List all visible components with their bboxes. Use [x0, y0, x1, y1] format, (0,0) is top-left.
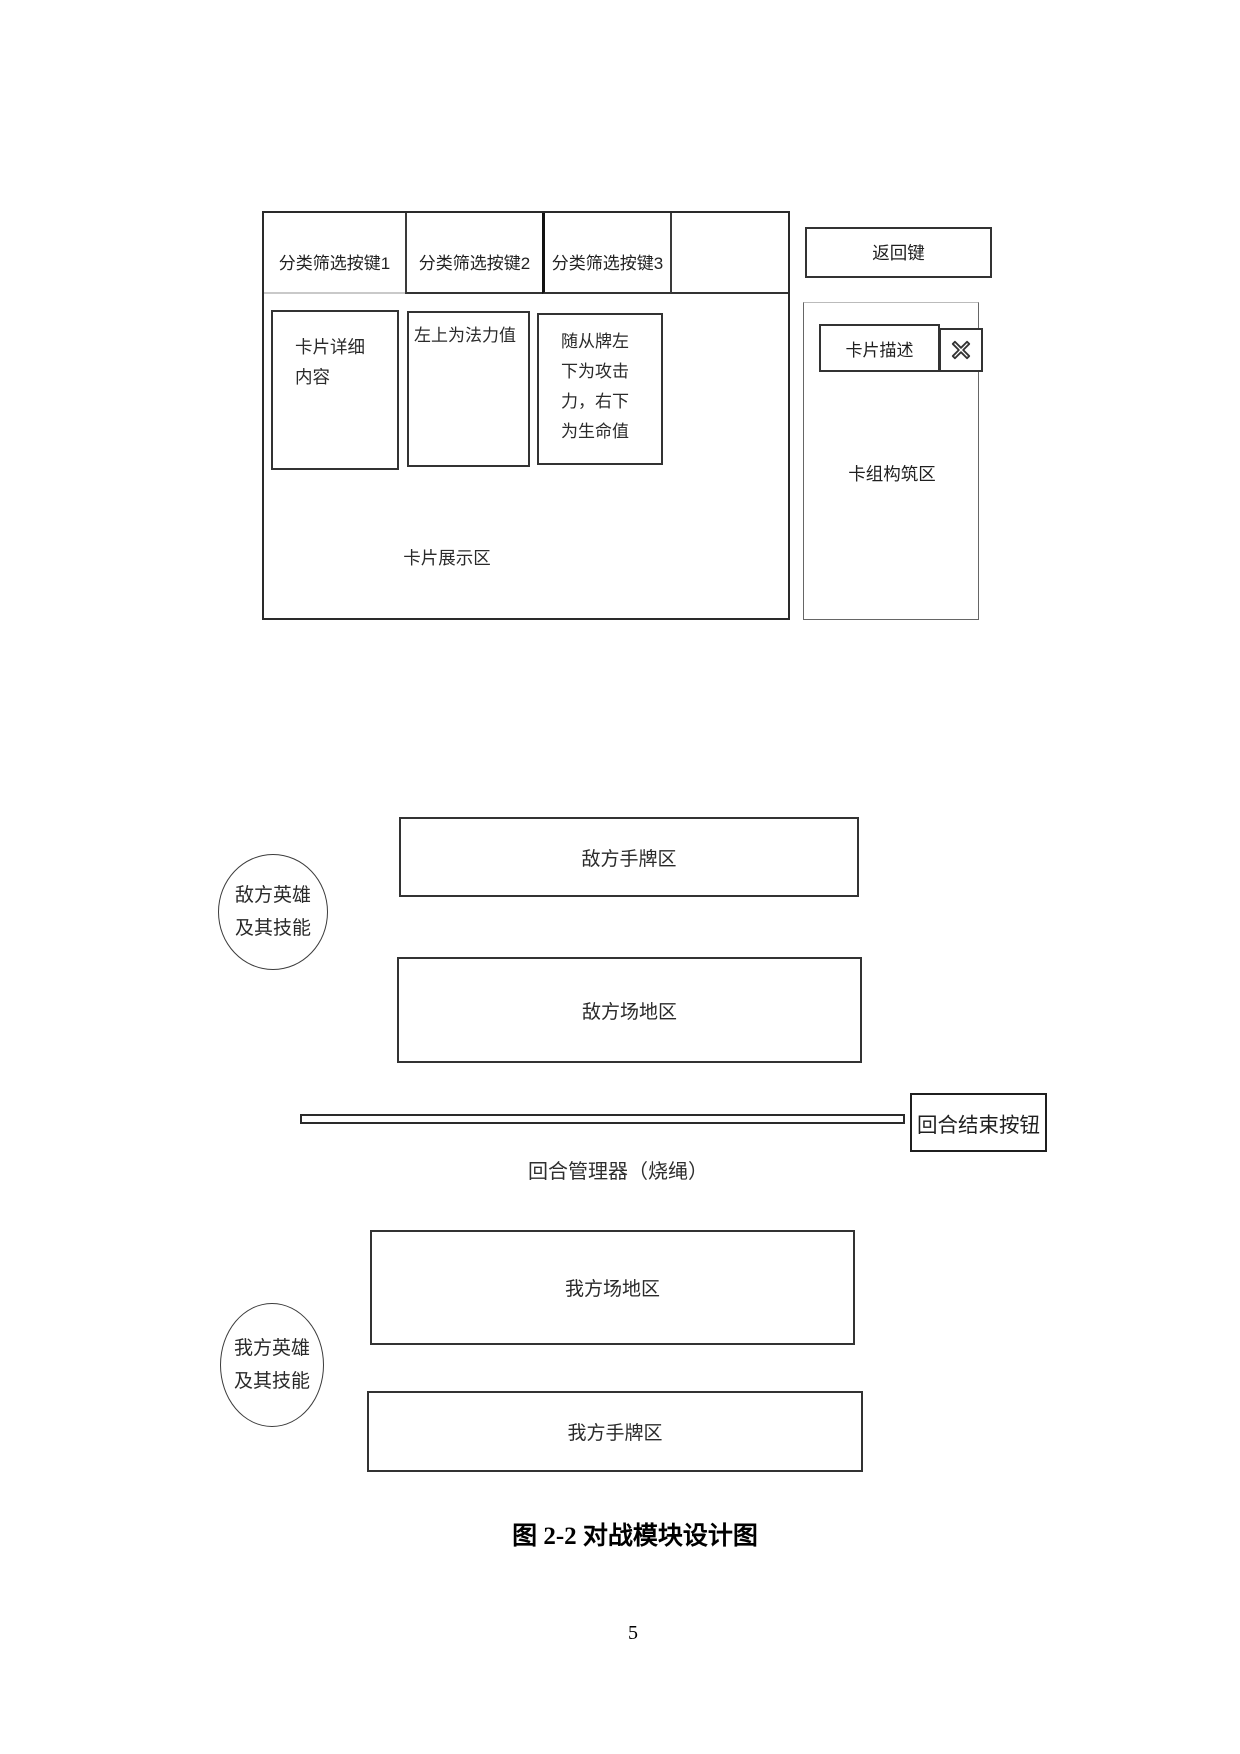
tab-filter-1[interactable]: 分类筛选按键1 [264, 213, 405, 294]
tab-filter-3[interactable]: 分类筛选按键3 [542, 213, 670, 294]
tab-filter-2[interactable]: 分类筛选按键2 [405, 213, 542, 294]
close-button[interactable] [939, 328, 983, 372]
turn-timer-rope [300, 1114, 905, 1124]
end-turn-button[interactable]: 回合结束按钮 [910, 1093, 1047, 1152]
turn-manager-label: 回合管理器（烧绳） [528, 1161, 708, 1183]
card-detail-note-box: 卡片详细内容 [271, 310, 399, 470]
my-hero-label-line1: 我方英雄 [233, 1338, 310, 1359]
enemy-hero-label-line2: 及其技能 [234, 918, 311, 939]
enemy-hero-label-line1: 敌方英雄 [234, 885, 311, 906]
my-hero-label-line2: 及其技能 [233, 1371, 310, 1392]
minion-stats-note-box: 随从牌左下为攻击力，右下为生命值 [537, 313, 663, 465]
page-number: 5 [628, 1622, 638, 1644]
figure-caption: 图 2-2 对战模块设计图 [512, 1523, 758, 1550]
enemy-hand-area: 敌方手牌区 [399, 817, 859, 897]
my-hand-area: 我方手牌区 [367, 1391, 863, 1472]
my-field-area: 我方场地区 [370, 1230, 855, 1345]
tab-row-spacer [670, 213, 788, 294]
enemy-hero-skill-circle: 敌方英雄 及其技能 [218, 854, 328, 970]
filter-tab-row: 分类筛选按键1 分类筛选按键2 分类筛选按键3 [264, 213, 788, 294]
back-button[interactable]: 返回键 [805, 227, 992, 278]
card-display-area-label: 卡片展示区 [403, 548, 491, 568]
close-icon [948, 337, 974, 363]
mana-value-note-box: 左上为法力值 [407, 311, 530, 467]
deck-build-area-label: 卡组构筑区 [848, 464, 936, 484]
my-hero-skill-circle: 我方英雄 及其技能 [220, 1303, 324, 1427]
card-description-box: 卡片描述 [819, 324, 940, 372]
deck-build-panel: 卡片描述 卡组构筑区 [803, 302, 983, 620]
card-display-panel: 分类筛选按键1 分类筛选按键2 分类筛选按键3 [262, 211, 790, 620]
enemy-field-area: 敌方场地区 [397, 957, 862, 1063]
